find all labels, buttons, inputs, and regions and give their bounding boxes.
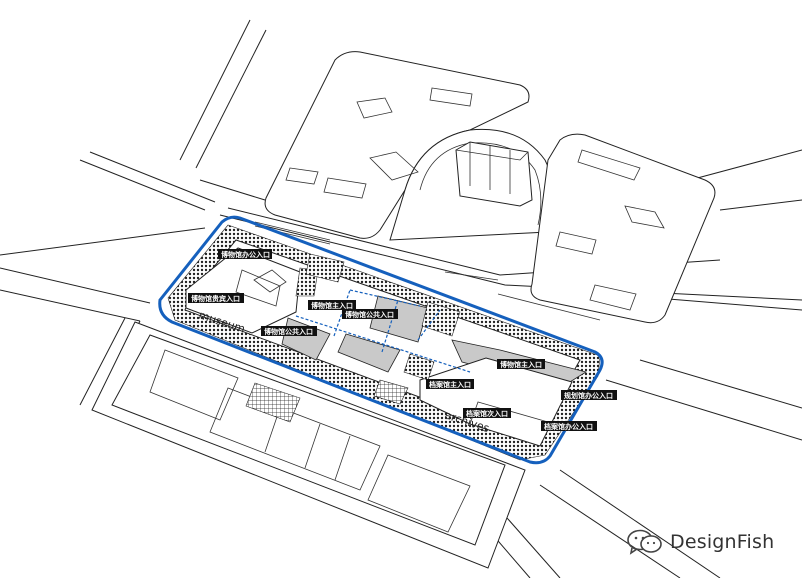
svg-text:博物馆公共入口: 博物馆公共入口 — [345, 310, 394, 319]
svg-text:档案馆办公入口: 档案馆办公入口 — [543, 422, 593, 431]
svg-text:档案馆主入口: 档案馆主入口 — [428, 380, 471, 389]
svg-text:档案馆次入口: 档案馆次入口 — [465, 409, 508, 418]
label-museum-public-entrance-mid: 博物馆公共入口 — [342, 309, 398, 319]
svg-text:博物馆主入口: 博物馆主入口 — [311, 301, 353, 310]
label-museum-office-entrance: 博物馆办公入口 — [218, 249, 272, 259]
label-archives-secondary-entrance: 档案馆次入口 — [463, 408, 511, 418]
label-museum-public-entrance-left: 博物馆公共入口 — [261, 326, 317, 336]
svg-text:博物馆办公入口: 博物馆办公入口 — [221, 250, 270, 259]
svg-text:规划馆办公入口: 规划馆办公入口 — [564, 391, 613, 400]
label-archives-office-entrance: 档案馆办公入口 — [541, 421, 597, 431]
lower-block — [91, 321, 526, 569]
site-boundary — [158, 215, 604, 465]
upper-blocks — [254, 51, 716, 324]
svg-text:博物馆贵宾入口: 博物馆贵宾入口 — [191, 294, 240, 303]
watermark: DesignFish — [626, 527, 774, 557]
wechat-icon — [627, 529, 662, 555]
label-planning-office-entrance: 规划馆办公入口 — [561, 390, 617, 400]
svg-text:博物馆公共入口: 博物馆公共入口 — [264, 327, 313, 336]
label-museum-main-entrance-left: 博物馆主入口 — [308, 300, 356, 310]
watermark-text: DesignFish — [670, 531, 775, 553]
label-museum-vip-entrance: 博物馆贵宾入口 — [188, 293, 244, 303]
label-archives-main-entrance: 档案馆主入口 — [426, 379, 474, 389]
label-museum-main-entrance-right: 博物馆主入口 — [497, 359, 545, 369]
svg-text:博物馆主入口: 博物馆主入口 — [500, 360, 542, 369]
